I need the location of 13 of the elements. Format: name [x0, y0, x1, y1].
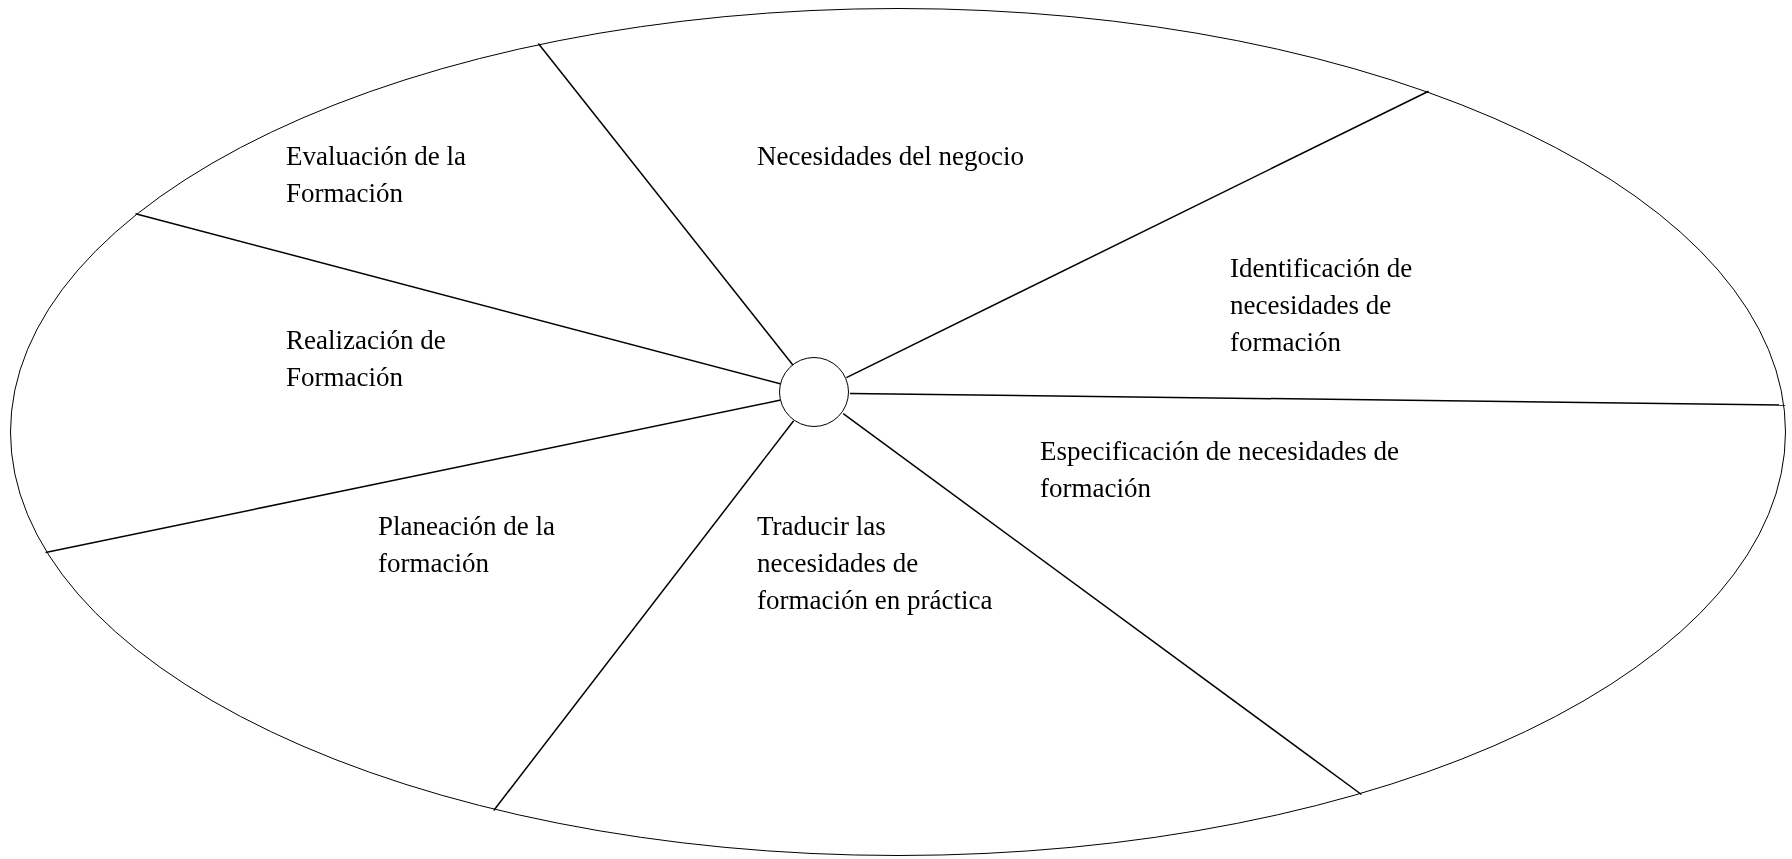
spoke-line [842, 412, 1363, 796]
stage-label: Realización de Formación [286, 324, 447, 394]
stage-label: Necesidades del negocio [757, 140, 1025, 173]
stage-label: Identificación de necesidades de formación [1230, 252, 1414, 359]
stage-label: Traducir las necesidades de formación en práctica [757, 510, 994, 617]
spoke-line [493, 420, 795, 812]
cycle-ellipse [10, 8, 1786, 856]
stage-label: Especificación de necesidades de formación [1040, 435, 1401, 505]
stage-label: Planeación de la formación [378, 510, 556, 580]
spoke-line [845, 90, 1430, 379]
stage-label: Evaluación de la Formación [286, 140, 467, 210]
spoke-line [849, 392, 1786, 406]
spoke-line [537, 42, 795, 367]
